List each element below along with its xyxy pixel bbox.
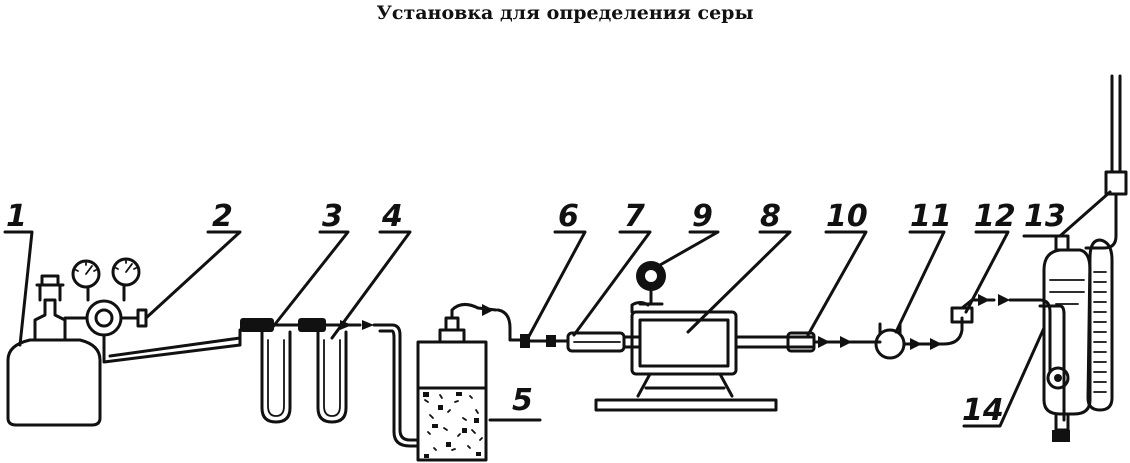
label-12: 12	[974, 199, 1016, 234]
leader-lines	[3, 190, 1112, 428]
label-9: 9	[692, 199, 713, 234]
label-10: 10	[826, 199, 868, 234]
label-14: 14	[962, 393, 1004, 428]
label-6: 6	[558, 199, 579, 234]
label-5: 5	[512, 383, 533, 418]
combustion-tube	[566, 331, 642, 353]
outlet-tube	[786, 331, 882, 353]
u-tube-3	[240, 318, 302, 424]
tube-furnace	[594, 301, 814, 412]
burette-absorber	[1038, 74, 1128, 422]
label-4: 4	[381, 199, 403, 234]
label-8: 8	[760, 199, 781, 234]
pressure-reducer	[71, 257, 148, 350]
diagram-title: Установка для определения серы	[376, 2, 754, 24]
label-7: 7	[624, 199, 645, 234]
bubbler-flask	[1046, 358, 1070, 442]
label-3: 3	[322, 199, 343, 234]
absorber-vessel	[416, 303, 522, 462]
thermocouple-gauge	[636, 261, 666, 306]
label-2: 2	[212, 199, 233, 234]
connector-6	[520, 334, 570, 348]
label-1: 1	[6, 199, 27, 234]
label-11: 11	[910, 199, 952, 234]
bulb-trap	[874, 322, 946, 360]
stopcock	[950, 294, 1052, 362]
gas-cylinder	[6, 274, 102, 427]
label-13: 13	[1024, 199, 1066, 234]
